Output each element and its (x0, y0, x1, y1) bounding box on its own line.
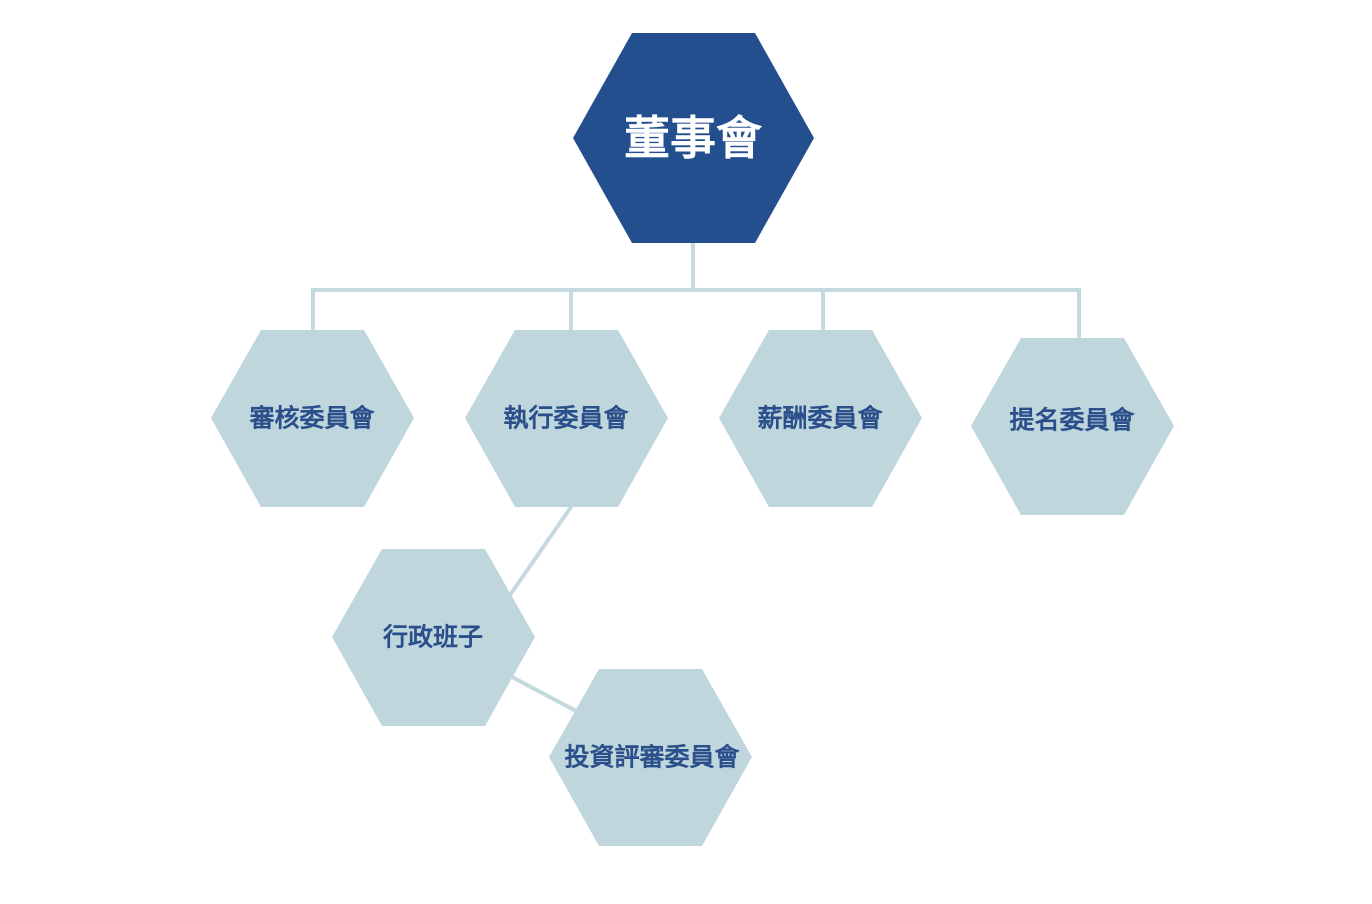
investment-review-committee-hexagon (549, 669, 752, 846)
connector-admin-to-investment (509, 674, 581, 715)
node-nomination-committee: 提名委員會 (971, 338, 1174, 515)
connector-executive-to-admin (507, 504, 574, 598)
remuneration-committee-hexagon (719, 330, 922, 507)
audit-committee-hexagon (211, 330, 414, 507)
nomination-committee-label: 提名委員會 (1009, 406, 1135, 435)
node-executive-committee: 執行委員會 (465, 330, 668, 507)
nomination-committee-hexagon (971, 338, 1174, 515)
board-label: 董事會 (624, 111, 763, 165)
executive-committee-label: 執行委員會 (503, 404, 629, 433)
audit-committee-label: 審核委員會 (248, 404, 375, 433)
node-board: 董事會 (573, 33, 814, 243)
investment-review-committee-label: 投資評審委員會 (564, 743, 740, 772)
connectors (311, 241, 1081, 715)
node-admin-team: 行政班子 (332, 549, 535, 726)
executive-committee-hexagon (465, 330, 668, 507)
admin-team-hexagon (332, 549, 535, 726)
node-remuneration-committee: 薪酬委員會 (719, 330, 922, 507)
admin-team-label: 行政班子 (382, 623, 483, 652)
node-audit-committee: 審核委員會 (211, 330, 414, 507)
remuneration-committee-label: 薪酬委員會 (757, 404, 883, 433)
board-hexagon (573, 33, 814, 243)
node-investment-review-committee: 投資評審委員會 (549, 669, 752, 846)
